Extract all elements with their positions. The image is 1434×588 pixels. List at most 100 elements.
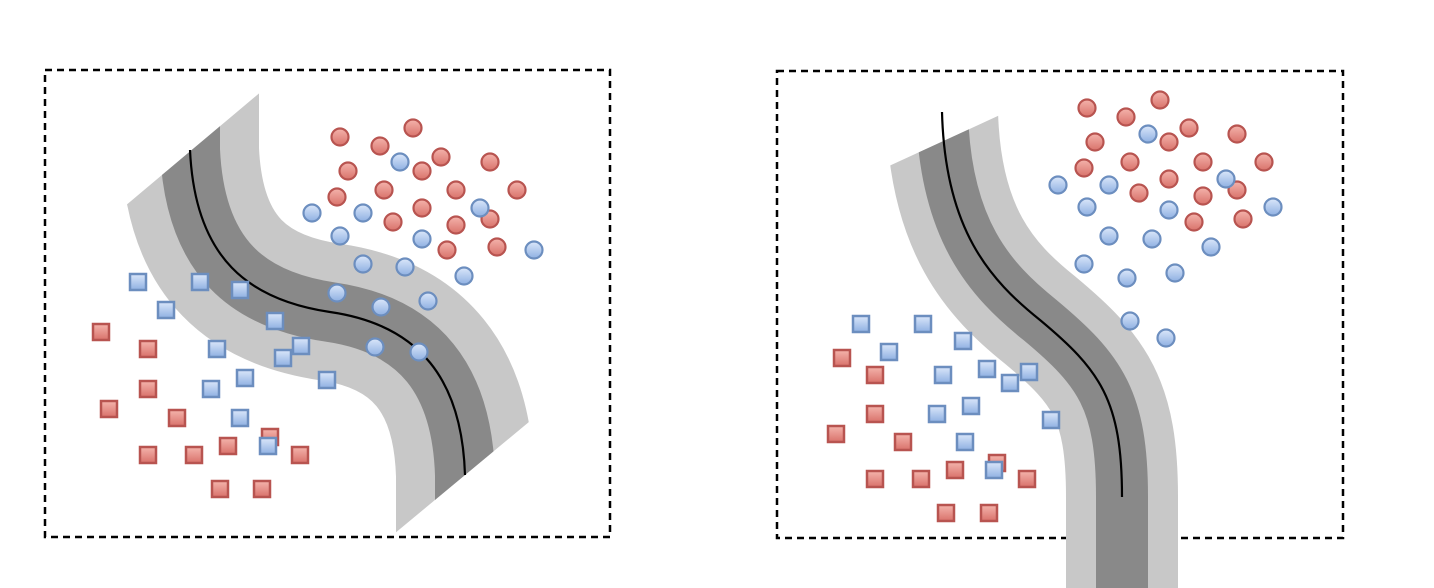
left-margin-band [121, 40, 534, 588]
left-blue-square-point [273, 348, 293, 368]
left-blue-circle-point [353, 203, 373, 223]
left-markers [91, 118, 544, 499]
right-blue-circle-point [1216, 169, 1236, 189]
right-red-circle-point [1179, 118, 1199, 138]
left-blue-square-point [230, 280, 250, 300]
right-red-circle-point [1120, 152, 1140, 172]
left-red-circle-point [507, 180, 527, 200]
left-blue-square-point [128, 272, 148, 292]
left-red-circle-point [446, 215, 466, 235]
right-blue-circle-point [1201, 237, 1221, 257]
right-panel [775, 20, 1345, 588]
left-panel [43, 40, 612, 588]
left-blue-square-point [207, 339, 227, 359]
left-red-circle-point [370, 136, 390, 156]
right-red-circle-point [1227, 124, 1247, 144]
left-blue-circle-point [470, 198, 490, 218]
left-blue-square-point [190, 272, 210, 292]
left-red-circle-point [437, 240, 457, 260]
left-blue-circle-point [395, 257, 415, 277]
left-blue-circle-point [524, 240, 544, 260]
left-red-circle-point [374, 180, 394, 200]
left-blue-circle-point [353, 254, 373, 274]
left-blue-circle-point [330, 226, 350, 246]
right-red-circle-point [1193, 186, 1213, 206]
left-red-circle-point [446, 180, 466, 200]
left-red-circle-point [383, 212, 403, 232]
left-red-square-point [184, 445, 204, 465]
right-blue-square-point [933, 365, 953, 385]
right-blue-square-point [1041, 410, 1061, 430]
right-blue-square-point [1000, 373, 1020, 393]
right-red-square-point [832, 348, 852, 368]
right-blue-circle-point [1099, 226, 1119, 246]
left-blue-square-point [291, 336, 311, 356]
left-red-square-point [138, 445, 158, 465]
left-blue-square-point [265, 311, 285, 331]
left-frame [43, 68, 612, 539]
right-blue-circle-point [1099, 175, 1119, 195]
left-blue-circle-point [365, 337, 385, 357]
left-blue-circle-point [409, 342, 429, 362]
right-red-square-point [826, 424, 846, 444]
left-blue-circle-point [390, 152, 410, 172]
right-red-square-point [979, 503, 999, 523]
right-red-circle-point [1159, 169, 1179, 189]
left-blue-circle-point [371, 297, 391, 317]
right-red-square-point [865, 469, 885, 489]
left-blue-circle-point [454, 266, 474, 286]
left-blue-square-point [230, 408, 250, 428]
left-red-square-point [210, 479, 230, 499]
right-red-square-point [865, 365, 885, 385]
left-red-circle-point [480, 152, 500, 172]
left-red-square-point [218, 436, 238, 456]
left-red-circle-point [412, 198, 432, 218]
right-blue-circle-point [1263, 197, 1283, 217]
right-blue-square-point [1019, 362, 1039, 382]
right-blue-circle-point [1138, 124, 1158, 144]
left-blue-circle-point [412, 229, 432, 249]
right-blue-square-point [927, 404, 947, 424]
left-red-circle-point [412, 161, 432, 181]
right-blue-square-point [961, 396, 981, 416]
left-red-circle-point [330, 127, 350, 147]
right-frame [775, 69, 1345, 540]
right-red-square-point [945, 460, 965, 480]
left-red-square-point [290, 445, 310, 465]
right-red-square-point [911, 469, 931, 489]
left-blue-square-point [317, 370, 337, 390]
right-blue-square-point [977, 359, 997, 379]
left-blue-square-point [235, 368, 255, 388]
right-red-circle-point [1254, 152, 1274, 172]
right-blue-square-point [879, 342, 899, 362]
right-red-circle-point [1193, 152, 1213, 172]
left-blue-square-point [258, 436, 278, 456]
left-red-circle-point [338, 161, 358, 181]
right-red-circle-point [1129, 183, 1149, 203]
left-red-square-point [138, 379, 158, 399]
right-red-square-point [893, 432, 913, 452]
right-markers [826, 90, 1283, 523]
right-red-circle-point [1233, 209, 1253, 229]
right-blue-square-point [953, 331, 973, 351]
left-blue-circle-point [302, 203, 322, 223]
right-decision-boundary [940, 111, 1124, 498]
right-red-square-point [865, 404, 885, 424]
right-blue-square-point [851, 314, 871, 334]
right-red-circle-point [1085, 132, 1105, 152]
left-red-square-point [91, 322, 111, 342]
left-red-square-point [99, 399, 119, 419]
right-red-square-point [1017, 469, 1037, 489]
left-red-square-point [138, 339, 158, 359]
right-blue-circle-point [1048, 175, 1068, 195]
right-blue-circle-point [1156, 328, 1176, 348]
left-red-circle-point [487, 237, 507, 257]
right-blue-square-point [913, 314, 933, 334]
left-red-circle-point [403, 118, 423, 138]
right-blue-circle-point [1159, 200, 1179, 220]
right-blue-circle-point [1165, 263, 1185, 283]
right-red-circle-point [1074, 158, 1094, 178]
right-red-circle-point [1150, 90, 1170, 110]
left-red-circle-point [431, 147, 451, 167]
